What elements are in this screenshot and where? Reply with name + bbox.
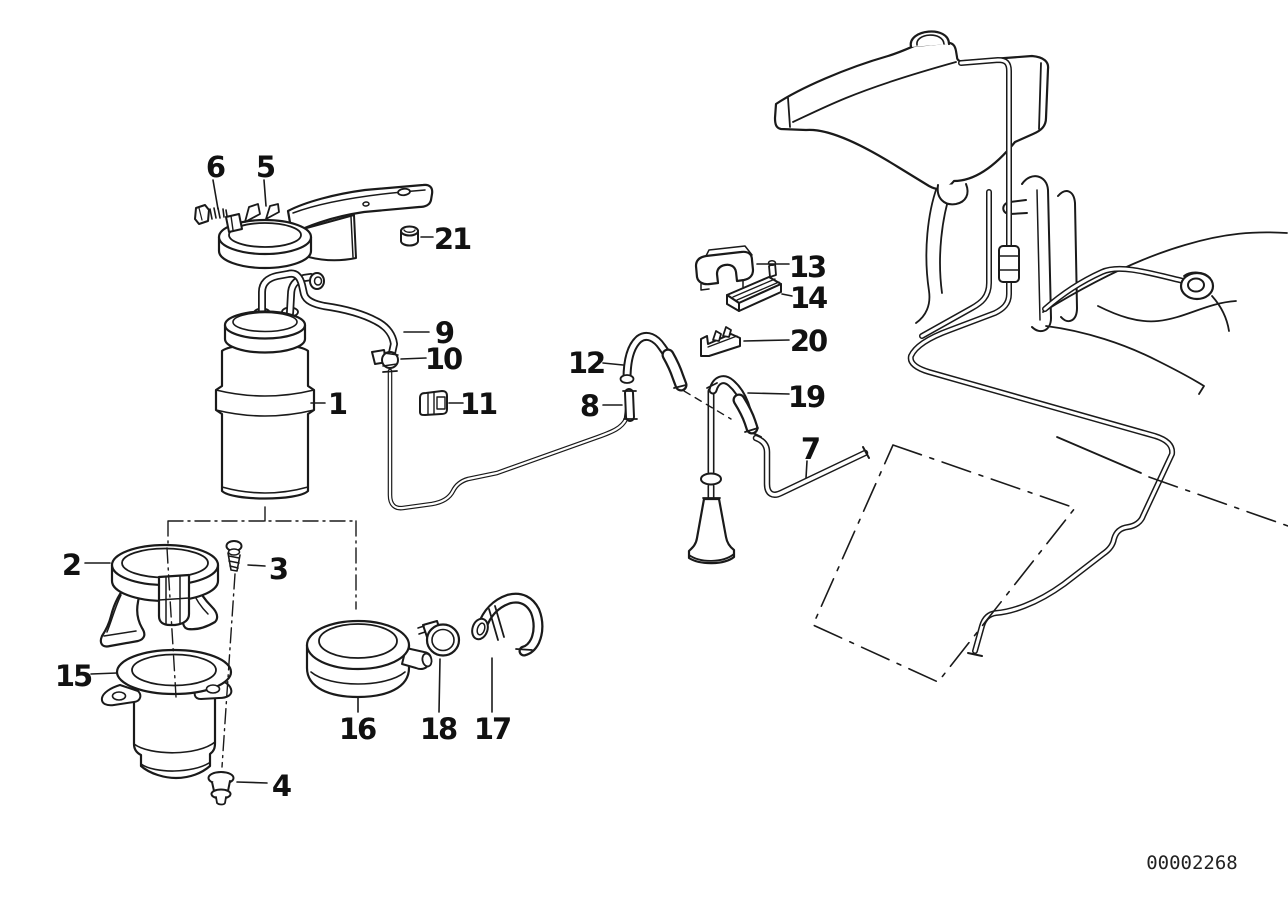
- canister: [214, 310, 316, 500]
- part-label-21[interactable]: 21: [434, 222, 473, 256]
- hose-clamp-10: [371, 349, 399, 373]
- thin-vent-pipe: [387, 368, 632, 511]
- body-outline: [1042, 231, 1288, 474]
- part-label-15[interactable]: 15: [55, 659, 94, 693]
- housing-cup: [132, 687, 217, 780]
- part-label-18[interactable]: 18: [420, 712, 459, 746]
- part-label-3[interactable]: 3: [269, 552, 289, 586]
- part-label-2[interactable]: 2: [62, 548, 82, 582]
- ring-16: [305, 619, 433, 699]
- hose-19: [706, 375, 759, 435]
- hex-screw-6: [194, 204, 228, 225]
- filler-grommet: [1042, 265, 1215, 312]
- part-label-7[interactable]: 7: [801, 432, 821, 466]
- clip-20: [700, 326, 741, 357]
- breather-funnel: [687, 387, 736, 565]
- hose-17: [471, 592, 544, 657]
- floor-panel-dashed: [812, 444, 1288, 683]
- part-label-10[interactable]: 10: [425, 342, 464, 376]
- expansion-tank: [773, 30, 1050, 206]
- hose-9: [253, 269, 398, 357]
- bracket-14: [726, 260, 782, 312]
- part-label-12[interactable]: 12: [568, 346, 606, 380]
- screw-3: [225, 540, 243, 572]
- clip-13: [694, 245, 755, 291]
- clamp-bracket-5: [217, 183, 434, 270]
- part-label-16[interactable]: 16: [339, 712, 378, 746]
- part-label-14[interactable]: 14: [790, 281, 829, 315]
- tank-handle: [909, 30, 951, 49]
- plug-4: [207, 771, 235, 806]
- part-label-20[interactable]: 20: [790, 324, 829, 358]
- cap-21: [400, 225, 419, 247]
- part-label-19[interactable]: 19: [788, 380, 827, 414]
- claw-bracket-2: [99, 543, 220, 648]
- clip-11: [419, 390, 448, 416]
- tank-vent-pipe-short: [919, 189, 992, 339]
- assembly-centerlines: [166, 506, 357, 768]
- part-label-11[interactable]: 11: [460, 387, 499, 421]
- hose-12: [619, 331, 732, 420]
- hose-8: [622, 388, 638, 422]
- leader-lines: [84, 179, 808, 784]
- part-label-5[interactable]: 5: [256, 150, 277, 184]
- part-label-6[interactable]: 6: [206, 150, 227, 184]
- diagram-id-number: 00002268: [1146, 852, 1238, 874]
- clamp-18: [417, 620, 461, 657]
- part-label-4[interactable]: 4: [272, 769, 293, 803]
- part-label-8[interactable]: 8: [580, 389, 601, 423]
- part-label-13[interactable]: 13: [789, 250, 827, 284]
- pipe-connector: [998, 245, 1020, 283]
- part-label-1[interactable]: 1: [328, 387, 349, 421]
- part-label-9[interactable]: 9: [435, 316, 456, 350]
- part-label-17[interactable]: 17: [474, 712, 512, 746]
- vent-pipe-run: [907, 57, 1176, 657]
